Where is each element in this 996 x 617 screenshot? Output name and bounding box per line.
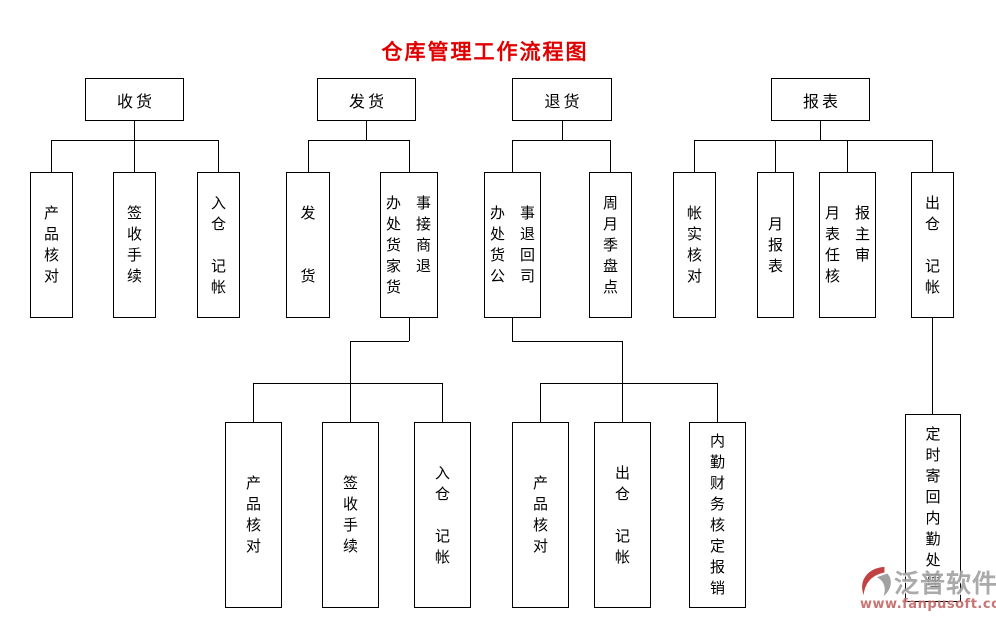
connector-line — [932, 140, 933, 172]
connector-line — [134, 140, 135, 172]
connector-line — [409, 318, 410, 341]
node-return: 退货 — [512, 78, 612, 121]
node-report-outbound-booking: 出 仓 记 帐 — [911, 172, 954, 318]
node-ship: 发货 — [317, 78, 416, 121]
node-return-product-check: 产 品 核 对 — [512, 422, 569, 608]
watermark: 泛普软件 www.fanpusoft.com — [856, 564, 996, 612]
connector-line — [308, 140, 409, 141]
connector-line — [847, 140, 848, 172]
connector-line — [51, 140, 219, 141]
brand-url: www.fanpusoft.com — [860, 597, 996, 612]
connector-line — [512, 140, 513, 172]
node-return-office-to-company: 办 事 处 退 货 回 公 司 — [484, 172, 541, 318]
node-receive-inbound-booking: 入 仓 记 帐 — [197, 172, 240, 318]
node-report-account-check: 帐 实 核 对 — [673, 172, 716, 318]
node-report: 报表 — [771, 78, 870, 121]
connector-line — [308, 140, 309, 172]
connector-line — [253, 383, 442, 384]
connector-line — [51, 140, 52, 172]
node-return-outbound-booking: 出 仓 记 帐 — [594, 422, 651, 608]
node-receive-product-check: 产 品 核 对 — [30, 172, 73, 318]
node-return-periodic-inventory: 周 月 季 盘 点 — [589, 172, 632, 318]
connector-line — [350, 341, 409, 342]
connector-line — [409, 140, 410, 172]
connector-line — [622, 341, 623, 422]
connector-line — [442, 383, 443, 422]
connector-line — [540, 383, 541, 422]
node-ship-office-merchant-return: 办 事 处 接 货 商 家 退 货 — [380, 172, 438, 318]
node-return-finance-reimburse: 内 勤 财 务 核 定 报 销 — [689, 422, 746, 608]
connector-line — [610, 140, 611, 172]
page-title: 仓库管理工作流程图 — [381, 40, 589, 64]
node-report-mail-back: 定 时 寄 回 内 勤 处 理 — [905, 414, 961, 602]
connector-line — [366, 121, 367, 140]
connector-line — [717, 383, 718, 422]
connector-line — [512, 318, 513, 341]
connector-line — [218, 140, 219, 172]
connector-line — [562, 121, 563, 140]
connector-line — [540, 383, 717, 384]
connector-line — [820, 121, 821, 140]
node-receive: 收货 — [85, 78, 184, 121]
connector-line — [512, 140, 611, 141]
node-ship-product-check: 产 品 核 对 — [225, 422, 282, 608]
node-ship-dispatch: 发 货 — [286, 172, 330, 318]
node-receive-sign-procedure: 签 收 手 续 — [113, 172, 156, 318]
connector-line — [350, 341, 351, 422]
connector-line — [512, 341, 623, 342]
connector-line — [253, 383, 254, 422]
connector-line — [694, 140, 933, 141]
node-report-director-review: 月 报 表 主 任 审 核 — [819, 172, 876, 318]
fanpu-logo-icon — [862, 566, 891, 597]
connector-line — [134, 121, 135, 140]
connector-line — [694, 140, 695, 172]
connector-line — [932, 318, 933, 414]
node-ship-inbound-booking: 入 仓 记 帐 — [414, 422, 471, 608]
node-report-monthly: 月 报 表 — [757, 172, 794, 318]
node-ship-sign-procedure: 签 收 手 续 — [322, 422, 379, 608]
connector-line — [775, 140, 776, 172]
brand-name: 泛普软件 — [894, 569, 996, 598]
